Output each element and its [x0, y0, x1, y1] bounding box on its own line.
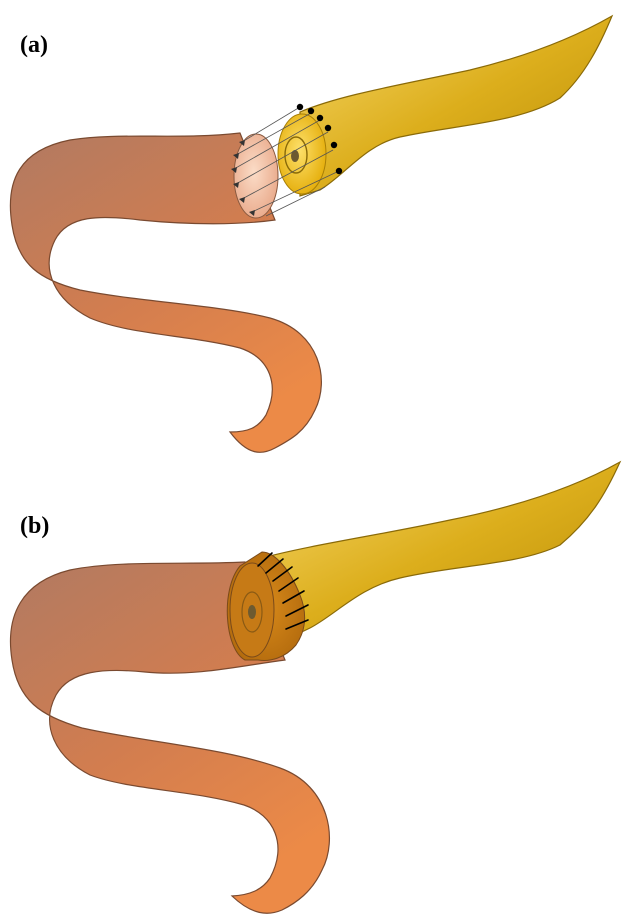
panel-b-label: (b): [20, 514, 49, 538]
distal-segment-b: [262, 462, 620, 640]
panel-a-label: (a): [20, 33, 48, 57]
panel-a: [10, 16, 612, 452]
panel-b: [10, 462, 620, 913]
distal-segment-a: [300, 16, 612, 196]
proximal-cut-face-a: [234, 134, 278, 218]
anastomosis-lumen-b: [248, 605, 256, 619]
